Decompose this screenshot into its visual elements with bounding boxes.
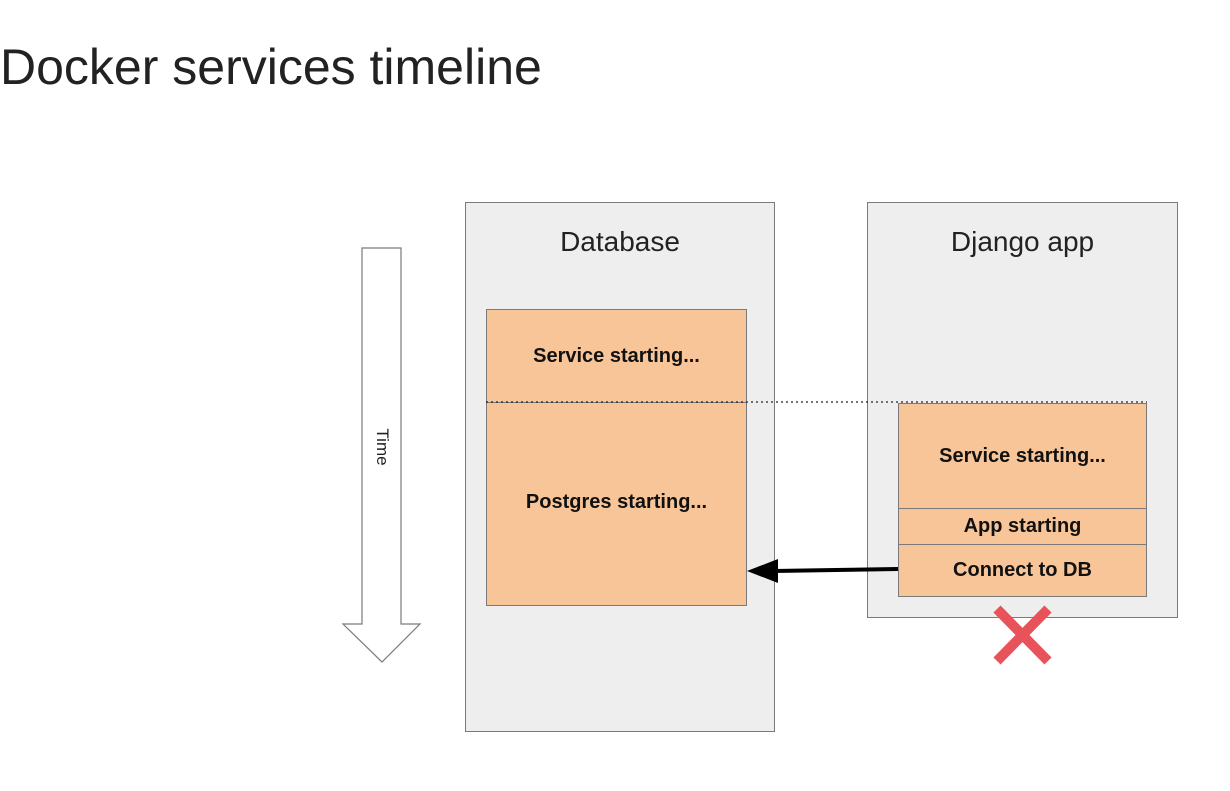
red-x-icon [993,605,1052,665]
page-title: Docker services timeline [0,39,542,95]
arrow-down-icon [341,247,422,663]
db-service-starting-block: Service starting... [486,309,747,403]
db-postgres-starting-block: Postgres starting... [486,402,747,606]
django-app-lane-title: Django app [950,226,1095,257]
app-starting-block: App starting [898,508,1147,545]
app-connect-to-db-block: Connect to DB [898,544,1147,597]
arrow-left-icon [747,559,778,583]
app-service-starting-block: Service starting... [898,403,1147,509]
connect-arrow-line [773,567,899,573]
database-lane-title: Database [560,226,680,257]
